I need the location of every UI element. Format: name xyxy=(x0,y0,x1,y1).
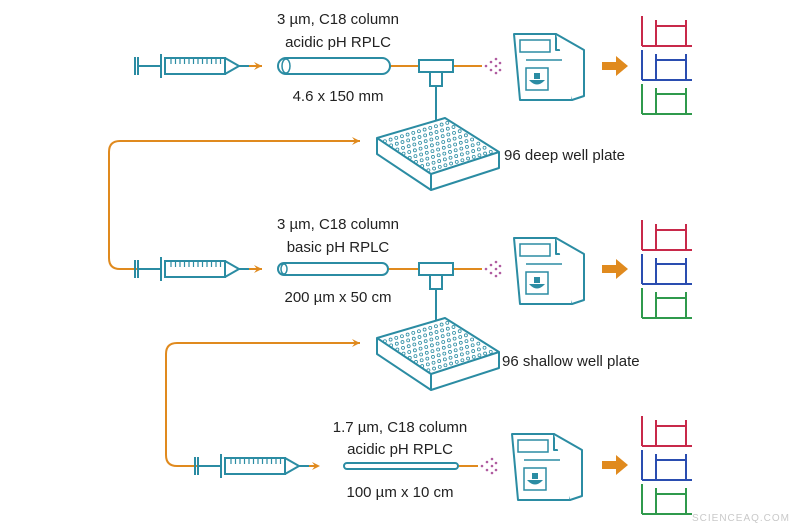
chromatogram-icon xyxy=(641,220,692,319)
flow-chevron-icon xyxy=(352,137,360,145)
flow-chevron-icon xyxy=(254,62,262,70)
chromatogram-icon xyxy=(641,416,692,515)
arrow-right-icon xyxy=(602,455,628,475)
column-icon xyxy=(343,462,459,470)
stage2-column-label-line2: basic pH RPLC xyxy=(286,239,390,256)
transfer-tube xyxy=(108,140,360,270)
stage2-column-label-line1: 3 µm, C18 column xyxy=(276,216,400,233)
arrow-right-icon xyxy=(602,56,628,76)
watermark: SCIENCEAQ.COM xyxy=(691,513,790,524)
spray-icon xyxy=(480,457,498,475)
chromatogram-icon xyxy=(641,16,692,115)
spray-icon xyxy=(484,57,502,75)
syringe-icon xyxy=(134,54,249,78)
stage3-column-dims: 100 µm x 10 cm xyxy=(346,484,454,501)
syringe-icon xyxy=(134,257,249,281)
stage2-column-dims: 200 µm x 50 cm xyxy=(284,289,392,306)
transfer-tube xyxy=(165,342,360,467)
stage3-column-label-line1: 1.7 µm, C18 column xyxy=(332,419,468,436)
plate1-label: 96 deep well plate xyxy=(504,147,625,164)
tee-connector-icon xyxy=(418,59,454,87)
stage1-column-label-line1: 3 µm, C18 column xyxy=(276,11,400,28)
spray-icon xyxy=(484,260,502,278)
flow-chevron-icon xyxy=(352,339,360,347)
flow-chevron-icon xyxy=(312,462,320,470)
well-plate-icon xyxy=(376,317,500,391)
stage1-column-label-line2: acidic pH RPLC xyxy=(285,34,391,51)
mass-spectrometer-icon xyxy=(511,433,583,501)
mass-spectrometer-icon xyxy=(513,237,585,305)
arrow-right-icon xyxy=(602,259,628,279)
column-icon xyxy=(277,262,389,276)
column-icon xyxy=(277,57,391,75)
mass-spectrometer-icon xyxy=(513,33,585,101)
tee-connector-icon xyxy=(418,262,454,290)
stage3-column-label-line2: acidic pH RPLC xyxy=(347,441,453,458)
syringe-icon xyxy=(194,454,309,478)
plate2-label: 96 shallow well plate xyxy=(502,353,640,370)
stage1-column-dims: 4.6 x 150 mm xyxy=(292,88,384,105)
well-plate-icon xyxy=(376,117,500,191)
flow-chevron-icon xyxy=(254,265,262,273)
